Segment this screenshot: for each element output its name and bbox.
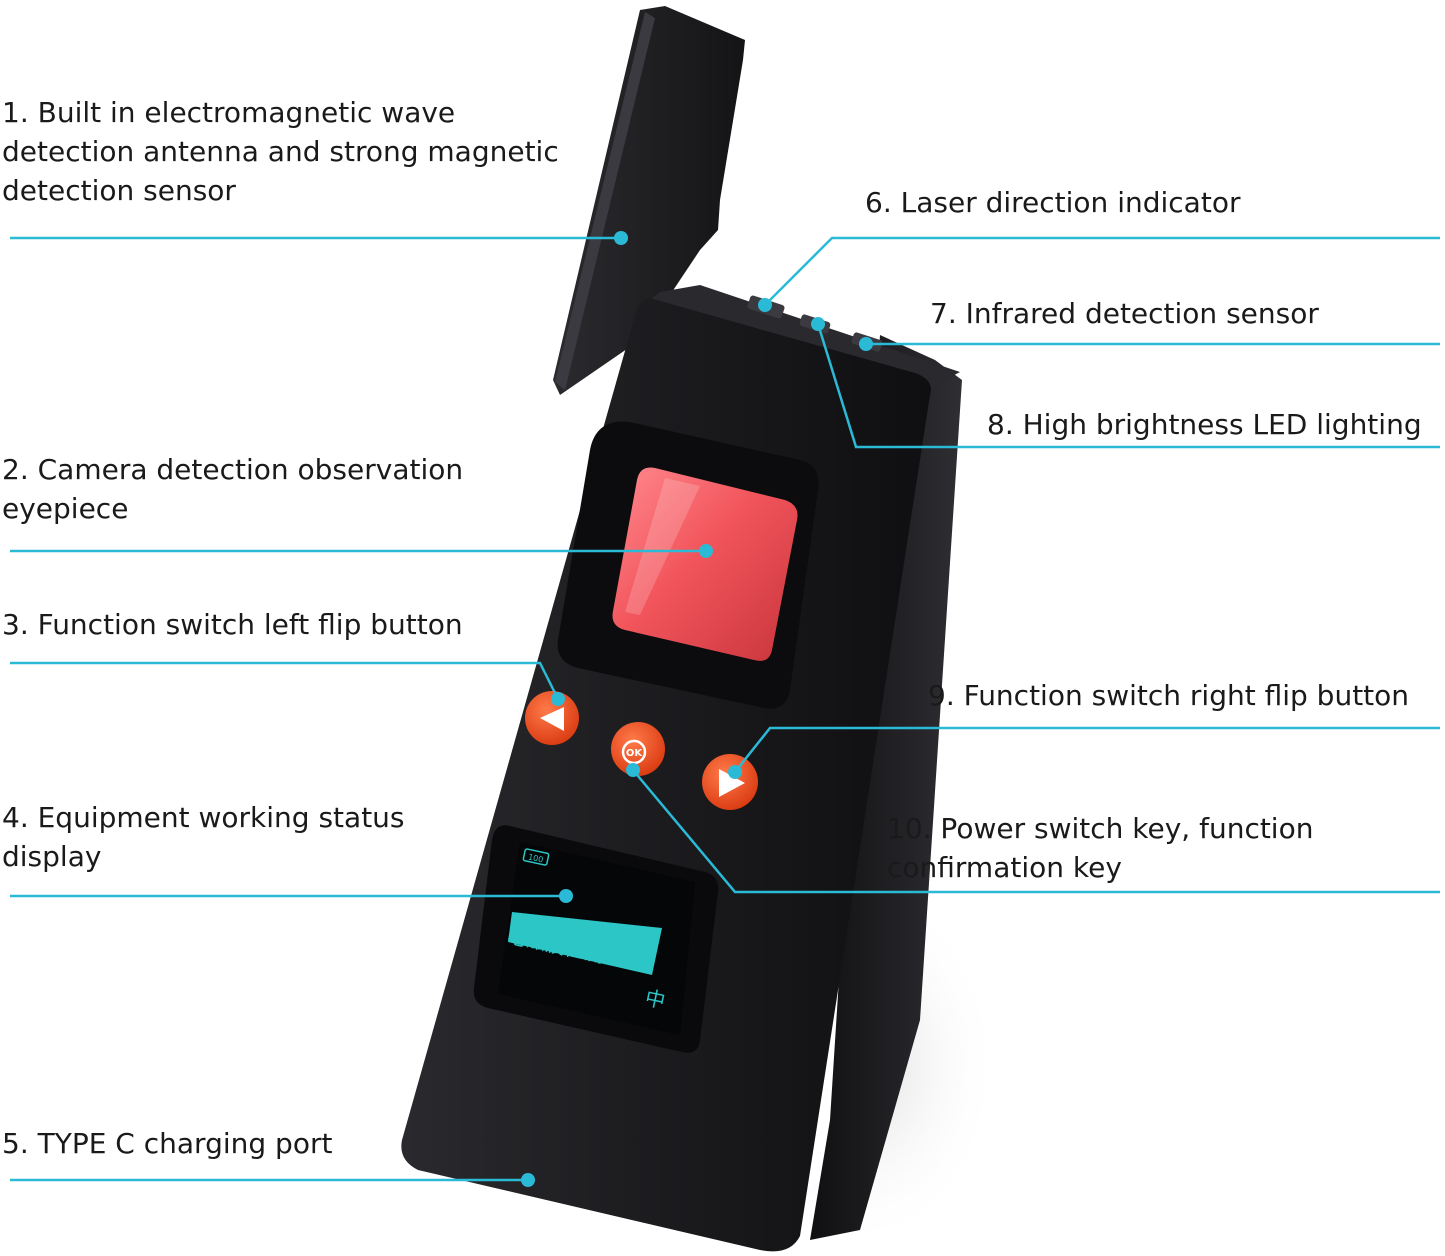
leader-dot-10 (626, 763, 640, 777)
callout-6: 6. Laser direction indicator (865, 186, 1241, 219)
callout-3: 3. Function switch left flip button (2, 608, 463, 641)
callout-8: 8. High brightness LED lighting (987, 408, 1422, 441)
right-flip-button[interactable] (702, 754, 758, 810)
leader-dots (521, 231, 873, 1187)
callout-4: 4. Equipment working status display (2, 801, 405, 873)
leader-line-6 (764, 236, 1440, 306)
left-arrow-icon (540, 707, 564, 731)
right-arrow-icon (719, 769, 745, 797)
leader-dot-6 (758, 298, 772, 312)
eyepiece-reflection (625, 478, 700, 615)
callout-1: 1. Built in electromagnetic wave detecti… (2, 96, 559, 207)
callout-10: 10. Power switch key, function confirmat… (887, 812, 1314, 884)
callout-2: 2. Camera detection observation eyepiece (2, 453, 464, 525)
left-flip-button[interactable] (525, 691, 579, 745)
callout-9: 9. Function switch right flip button (928, 679, 1410, 712)
power-ok-button[interactable]: OK (611, 722, 665, 776)
power-icon (621, 739, 647, 765)
leader-line-3 (10, 661, 560, 700)
screen-level-text: 中 (643, 985, 668, 1013)
leader-dot-1 (614, 231, 628, 245)
leader-dot-7 (859, 337, 873, 351)
leader-dot-4 (559, 889, 573, 903)
signal-level-bar (508, 912, 662, 975)
antenna (553, 6, 745, 395)
leader-dot-3 (551, 692, 565, 706)
leader-dot-9 (728, 765, 742, 779)
ok-label: OK (626, 748, 644, 759)
battery-label: 100 (527, 852, 544, 864)
leader-dot-5 (521, 1173, 535, 1187)
eyepiece-lens (612, 467, 798, 661)
leader-dot-2 (699, 544, 713, 558)
device-top (650, 285, 960, 388)
leader-line-10 (632, 769, 1440, 894)
leader-line-9 (734, 726, 1440, 773)
leader-line-8 (816, 323, 1440, 449)
leader-lines (10, 236, 1440, 1182)
battery-icon (522, 848, 550, 866)
callout-5: 5. TYPE C charging port (2, 1127, 333, 1160)
callout-7: 7. Infrared detection sensor (930, 297, 1319, 330)
device-shadow (720, 880, 1000, 1250)
antenna-edge (555, 12, 655, 390)
leader-dot-8 (811, 317, 825, 331)
device-side (810, 335, 962, 1240)
